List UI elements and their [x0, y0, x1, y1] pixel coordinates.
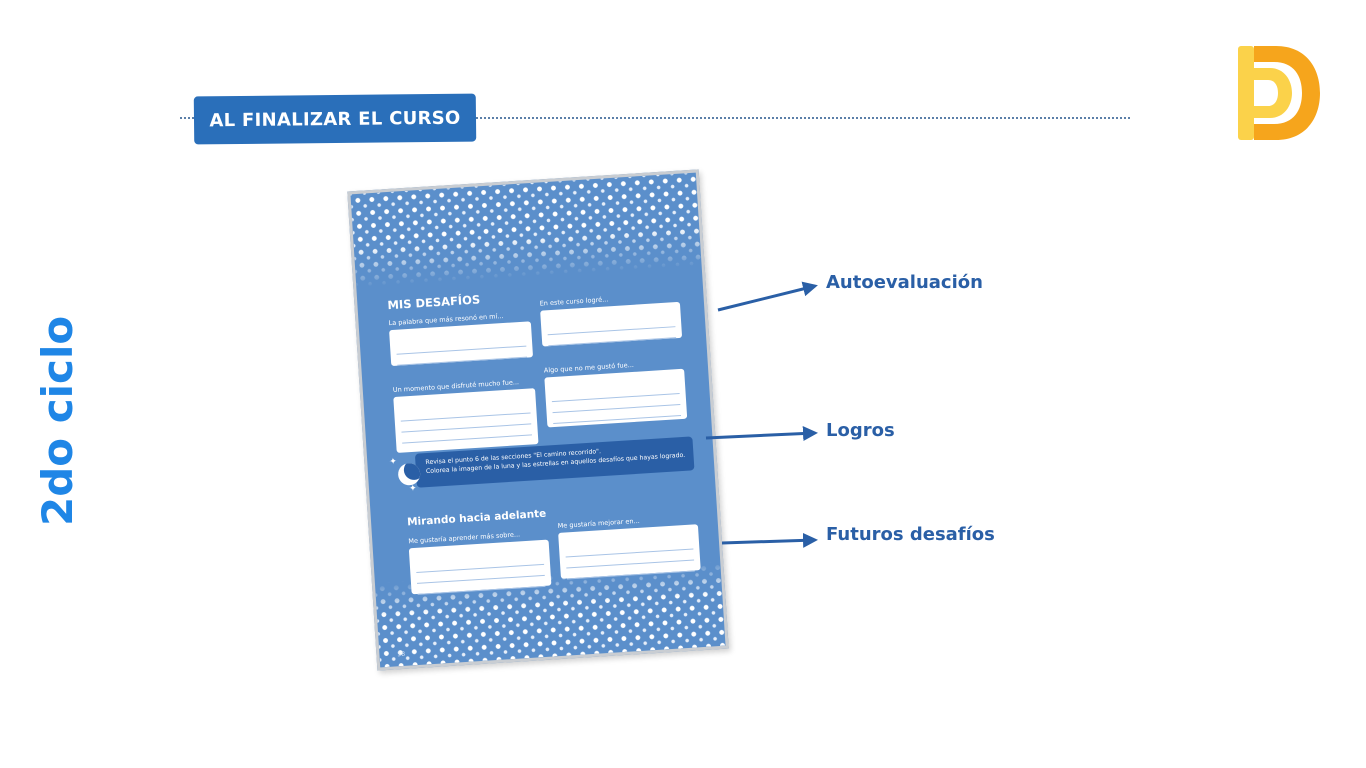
- callout-autoevaluacion: Autoevaluación: [826, 272, 983, 293]
- answer-box[interactable]: [408, 539, 552, 595]
- worksheet-sheet: MIS DESAFÍOS La palabra que más resonó e…: [347, 169, 729, 671]
- header-dotted-line: [180, 117, 1130, 119]
- worksheet-page: MIS DESAFÍOS La palabra que más resonó e…: [347, 169, 729, 671]
- top-dot-pattern: [350, 172, 702, 290]
- answer-box[interactable]: [540, 301, 683, 347]
- section-banner: AL FINALIZAR EL CURSO: [193, 93, 477, 145]
- d-logo-icon: [1238, 46, 1320, 140]
- arrow-logros: [705, 426, 818, 442]
- page-number: 58: [397, 650, 406, 659]
- callout-logros: Logros: [826, 420, 895, 441]
- field-label: En este curso logré...: [539, 295, 609, 308]
- star-icon: ✦: [408, 483, 417, 495]
- arrow-autoevaluacion: [717, 281, 818, 312]
- arrow-futuros: [721, 532, 818, 548]
- cycle-side-label: 2do ciclo: [33, 315, 82, 526]
- answer-box[interactable]: [558, 524, 701, 580]
- star-icon: ✦: [389, 456, 398, 468]
- mis-desafios-title: MIS DESAFÍOS: [387, 292, 481, 313]
- answer-box[interactable]: [393, 388, 539, 453]
- section-banner-label: AL FINALIZAR EL CURSO: [209, 107, 461, 131]
- future-title: Mirando hacia adelante: [406, 507, 547, 529]
- answer-box[interactable]: [544, 368, 688, 428]
- callout-futuros: Futuros desafíos: [826, 524, 995, 545]
- answer-box[interactable]: [389, 321, 534, 367]
